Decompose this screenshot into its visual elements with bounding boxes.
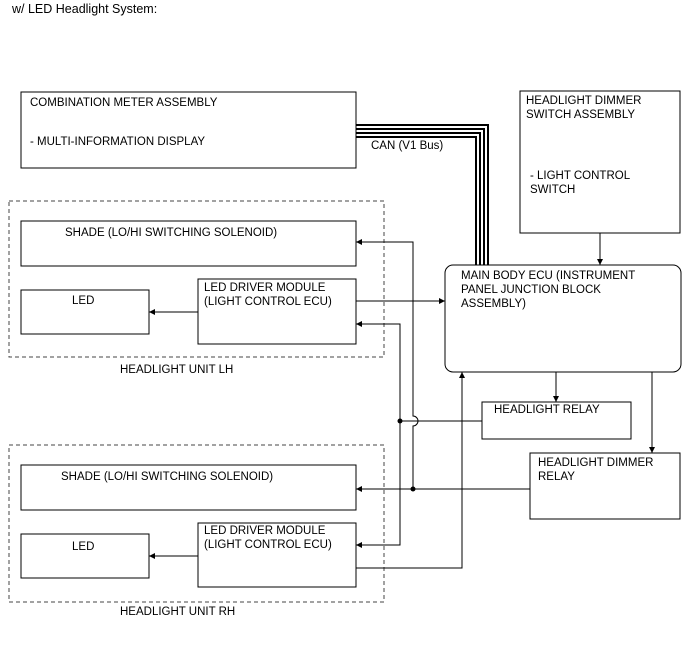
dimmer-switch-label-2: SWITCH ASSEMBLY [526, 109, 636, 121]
main-body-ecu-label-2: PANEL JUNCTION BLOCK [461, 284, 601, 296]
rh-driver-box [197, 522, 357, 588]
wire-relay-to-lh-driver [356, 321, 482, 422]
lh-driver-label-1: LED DRIVER MODULE [204, 282, 326, 294]
dimmer-relay-label-1: HEADLIGHT DIMMER [538, 457, 654, 469]
rh-led-box [20, 533, 150, 579]
can-bus-label: CAN (V1 Bus) [371, 140, 444, 152]
dimmer-relay-box [529, 452, 681, 520]
lh-driver-box [197, 278, 357, 345]
main-body-ecu-box [444, 264, 682, 373]
main-body-ecu-label-1: MAIN BODY ECU (INSTRUMENT [461, 270, 636, 282]
rh-led-label: LED [72, 541, 95, 553]
diagram-title: w/ LED Headlight System: [12, 2, 158, 16]
lh-shade-label: SHADE (LO/HI SWITCHING SOLENOID) [65, 227, 278, 239]
combination-meter-label: COMBINATION METER ASSEMBLY [30, 97, 218, 109]
light-control-switch-label-1: - LIGHT CONTROL [530, 170, 631, 182]
combination-meter-box [20, 91, 357, 169]
dimmer-switch-box [519, 90, 681, 234]
junction-dot-relay [397, 418, 403, 424]
wire-rh-driver-to-ecu [356, 372, 465, 569]
headlight-unit-lh-label: HEADLIGHT UNIT LH [120, 364, 234, 376]
wire-relay-to-rh-driver [356, 421, 401, 548]
dimmer-relay-label-2: RELAY [538, 471, 575, 483]
rh-driver-label-2: (LIGHT CONTROL ECU) [204, 539, 332, 551]
rh-shade-label: SHADE (LO/HI SWITCHING SOLENOID) [61, 471, 274, 483]
headlight-unit-lh-frame [8, 200, 385, 358]
rh-driver-label-1: LED DRIVER MODULE [204, 525, 326, 537]
main-body-ecu-label-3: ASSEMBLY) [461, 298, 526, 310]
junction-dot-dimmer [410, 486, 416, 492]
lh-driver-label-2: (LIGHT CONTROL ECU) [204, 296, 332, 308]
can-bus-line [356, 124, 489, 265]
dimmer-switch-label-1: HEADLIGHT DIMMER [526, 95, 642, 107]
lh-led-label: LED [72, 295, 95, 307]
wire-dimmer-relay-to-lh-shade [356, 239, 419, 489]
lh-led-box [20, 289, 150, 335]
headlight-unit-rh-label: HEADLIGHT UNIT RH [120, 606, 236, 618]
headlight-relay-label: HEADLIGHT RELAY [494, 404, 600, 416]
lh-shade-box [20, 220, 357, 267]
multi-info-display-label: - MULTI-INFORMATION DISPLAY [30, 136, 206, 148]
light-control-switch-label-2: SWITCH [530, 184, 576, 196]
